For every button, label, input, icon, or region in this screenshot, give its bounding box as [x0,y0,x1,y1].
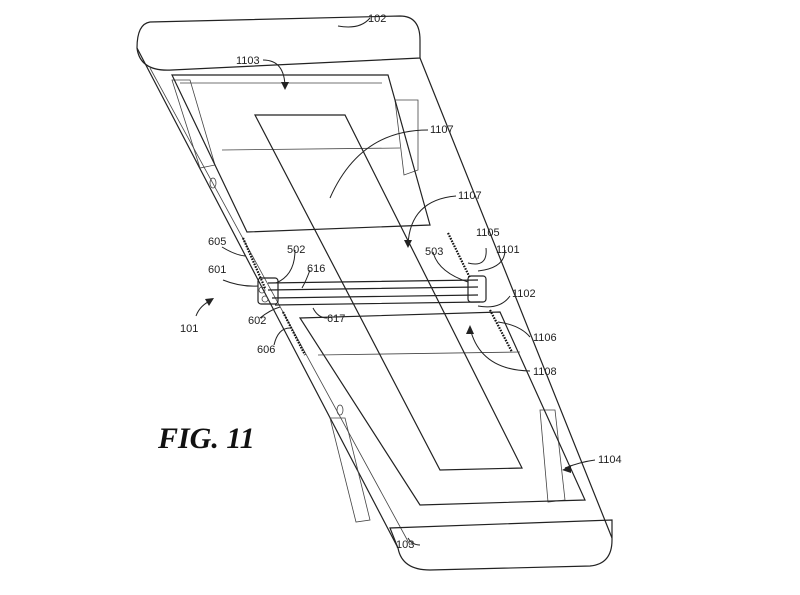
upper-panel-1103 [171,74,431,233]
rail-left-lower [329,417,371,523]
upper-housing-102 [136,15,421,71]
lower-panel-1104 [298,311,586,506]
label-101: 101 [180,323,198,335]
panel-line [221,147,401,151]
label-602: 602 [248,315,266,327]
label-617: 617 [327,313,345,325]
label-1108: 1108 [533,366,557,378]
hinge-bars-616-617 [267,279,481,306]
spring-606 [282,311,306,356]
label-1107-upper: 1107 [430,124,454,136]
figure-title: FIG. 11 [157,422,255,455]
spring-1106 [489,309,513,353]
lower-housing-103 [389,519,613,571]
panel-line [317,351,521,356]
label-503: 503 [425,246,443,258]
label-1107-lower: 1107 [458,190,482,202]
hinge-block-503 [467,275,487,303]
label-502: 502 [287,244,305,256]
label-606: 606 [257,344,275,356]
label-1104: 1104 [598,454,622,466]
label-103: 103 [396,539,414,551]
label-1103: 1103 [236,55,260,67]
label-605: 605 [208,236,226,248]
pivot-hole [209,177,217,189]
housing-left-inner [149,67,411,546]
label-1102: 1102 [512,288,536,300]
label-1101: 1101 [496,244,520,256]
spring-605 [241,237,267,289]
label-1105: 1105 [476,227,500,239]
rail-right-upper [394,99,419,176]
label-616: 616 [307,263,325,275]
housing-right-edge [419,57,613,539]
label-601: 601 [208,264,226,276]
hinge-pin [258,286,266,294]
label-1106: 1106 [533,332,557,344]
flexible-strip-1107 [254,114,523,471]
pivot-hole [336,404,344,416]
hinge-block-502 [257,277,279,305]
rail-left-upper [171,79,216,169]
hinge-pin [261,295,269,303]
label-102: 102 [368,13,386,25]
spring-1105 [447,232,471,279]
rail-right-lower [539,409,566,503]
